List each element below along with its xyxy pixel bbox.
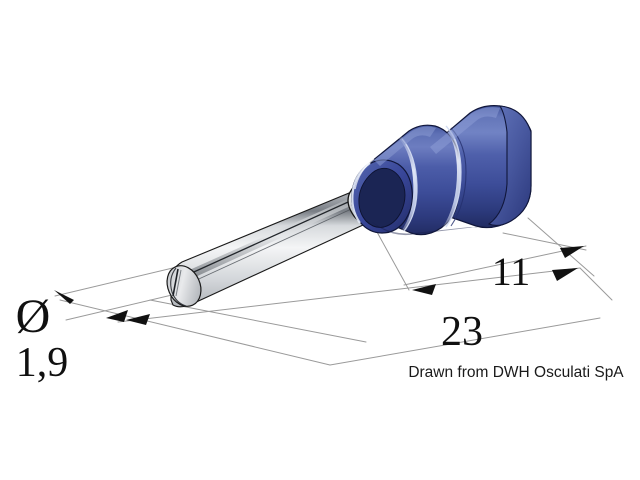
pin-tip	[166, 265, 202, 307]
pin-tip-slit-2	[175, 269, 182, 297]
arrowhead-23-left	[126, 314, 150, 325]
insulator-body	[351, 105, 532, 236]
insulator-mouth-rim-highlight-outer	[354, 158, 375, 190]
insulator-seam-ring-front-line	[401, 138, 418, 232]
pin-tip-slit	[172, 268, 179, 297]
arrowhead-23-right	[552, 268, 578, 281]
insulator-seam-ring-front	[398, 135, 417, 235]
pin-seam-line-secondary	[176, 199, 372, 290]
witness-line-collar	[376, 231, 410, 291]
pin-tip-inner-wall	[170, 267, 187, 307]
diameter-symbol: Ø	[16, 290, 51, 343]
arrowhead-11-right	[560, 246, 584, 258]
insulator-top-highlight	[374, 126, 436, 166]
arrowhead-diameter-upper	[54, 290, 74, 304]
pin-tip-face	[166, 265, 202, 307]
insulator-rear-cap	[487, 105, 532, 227]
dimension-line-23	[117, 267, 581, 323]
overall-length-value: 23	[441, 309, 483, 355]
pin-seam-line	[173, 192, 369, 282]
dimension-arrowheads	[54, 246, 584, 325]
insulator-length-value: 11	[492, 249, 531, 294]
diameter-value: 1,9	[16, 340, 69, 386]
insulator-top-highlight-rear	[430, 107, 500, 154]
insulator-seam-ring-mid-dark	[450, 127, 467, 227]
dimension-line-group	[54, 217, 613, 366]
guide-line-lower-left	[329, 317, 601, 366]
arrowhead-diameter-lower	[106, 310, 128, 322]
guide-line-under-pin	[149, 299, 367, 343]
guide-line-lower-right	[579, 267, 613, 301]
insulator-mouth-opening	[358, 167, 406, 228]
arrowhead-11-left	[412, 284, 436, 295]
source-caption: Drawn from DWH Osculati SpA	[408, 364, 624, 381]
pin-top-highlight	[176, 188, 383, 284]
dimension-line-11	[403, 245, 587, 286]
extension-line-tip-diagonal	[59, 299, 331, 366]
witness-line-rear-top	[527, 217, 595, 277]
